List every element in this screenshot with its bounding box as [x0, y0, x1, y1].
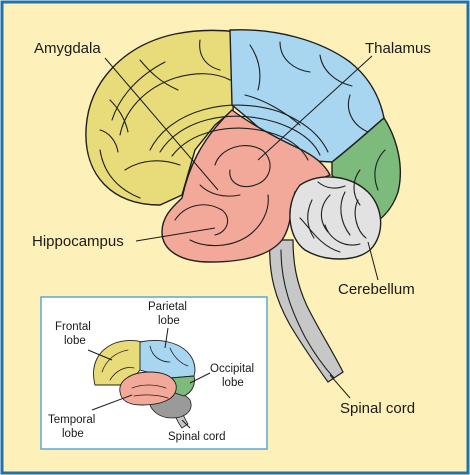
- inset-temporal-leader: [91, 394, 133, 411]
- inset-label-temporal-2: lobe: [62, 428, 84, 440]
- inset-label-frontal-2: lobe: [64, 335, 86, 347]
- spinal-cord-leader: [329, 374, 351, 399]
- inset-label-parietal-2: lobe: [158, 315, 180, 327]
- inset-label-occipital-2: lobe: [222, 377, 244, 389]
- inset-frontal-leader: [87, 349, 113, 361]
- inset-parietal-leader: [164, 327, 169, 349]
- hippocampus-leader: [135, 227, 216, 242]
- inset-panel: Parietal lobe Frontal lobe Occipital lob…: [40, 296, 268, 450]
- amygdala-leader: [104, 57, 219, 191]
- inset-label-occipital: Occipital: [210, 363, 254, 375]
- inset-label-temporal: Temporal: [48, 414, 95, 426]
- label-cerebellum: Cerebellum: [338, 281, 415, 298]
- spinal-cord-shape: [269, 239, 344, 383]
- inset-label-spinal-cord: Spinal cord: [168, 431, 226, 443]
- inset-occipital-leader: [189, 372, 211, 384]
- label-hippocampus: Hippocampus: [32, 233, 124, 250]
- thalamus-leader: [257, 55, 373, 161]
- label-amygdala: Amygdala: [34, 40, 101, 57]
- main-brain: [85, 29, 401, 383]
- cerebellum-leader: [367, 241, 379, 281]
- inset-label-parietal: Parietal: [148, 301, 187, 313]
- label-thalamus: Thalamus: [365, 40, 431, 57]
- inset-folds: [101, 345, 189, 399]
- inset-temporal-lobe: [119, 371, 177, 406]
- cortex-folds: [99, 39, 386, 247]
- limbic-region: [161, 109, 331, 263]
- inset-label-frontal: Frontal: [55, 321, 91, 333]
- inset-spinal-leader: [181, 419, 191, 429]
- label-spinal-cord: Spinal cord: [340, 400, 415, 417]
- cerebellum-folds: [299, 181, 367, 253]
